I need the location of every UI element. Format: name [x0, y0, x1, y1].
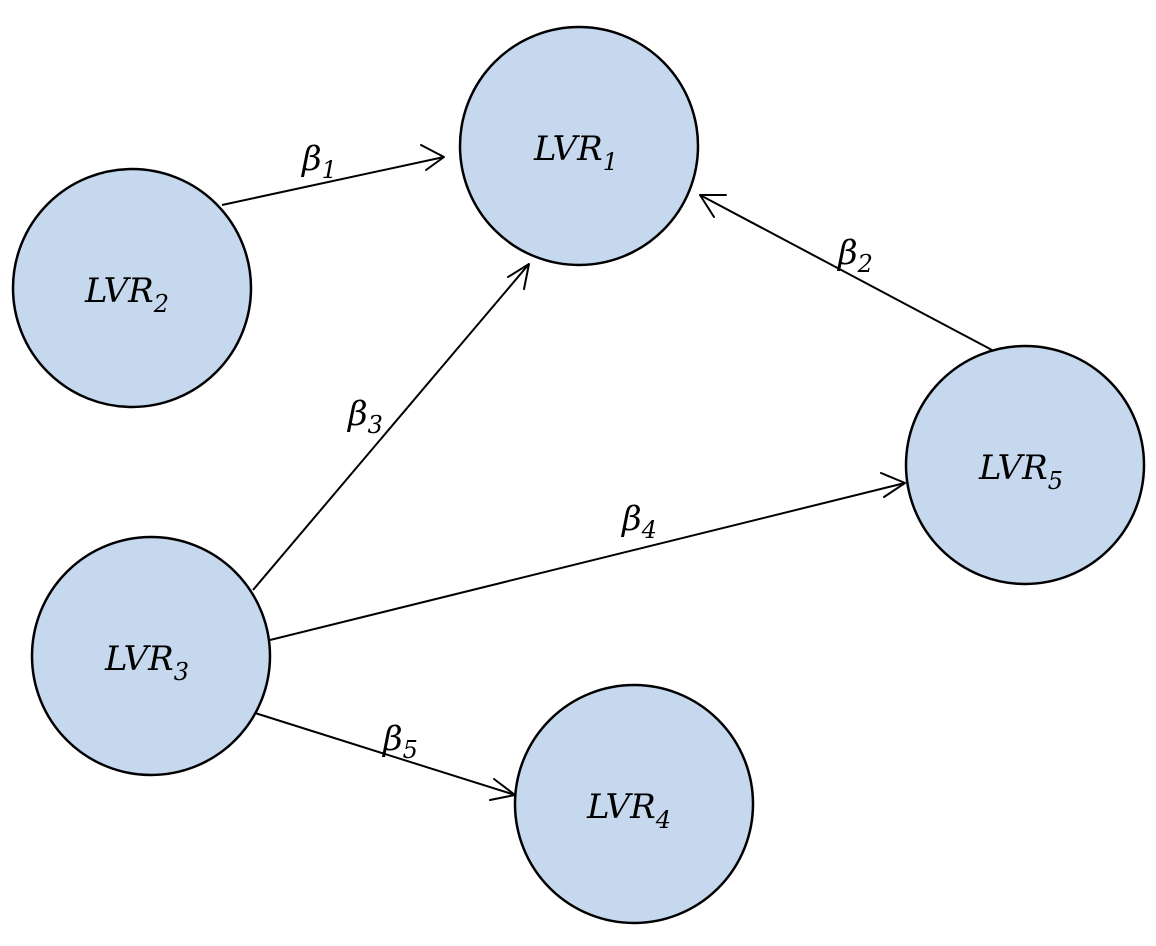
arrowhead — [507, 263, 530, 290]
edge-lvr3-to-lvr5: β4 — [269, 472, 906, 641]
edge-lvr5-to-lvr1: β2 — [699, 194, 993, 351]
node-label: LVR3 — [104, 639, 189, 686]
edge-label-beta-3: β3 — [346, 394, 383, 439]
node-label: LVR4 — [586, 787, 671, 834]
arrowhead — [420, 144, 445, 171]
edge-lvr3-to-lvr4: β5 — [254, 712, 516, 801]
arrowhead — [880, 472, 906, 498]
edge-label-beta-5: β5 — [381, 719, 418, 764]
edge-label-beta-4: β4 — [620, 499, 657, 544]
node-lvr2: LVR2 — [11, 167, 253, 409]
edge-lvr2-to-lvr1: β1 — [221, 139, 445, 206]
node-circle — [11, 167, 253, 409]
node-lvr1: LVR1 — [458, 25, 700, 267]
node-lvr4: LVR4 — [513, 683, 755, 925]
edge-line — [252, 263, 530, 591]
node-label: LVR1 — [533, 129, 618, 176]
node-lvr3: LVR3 — [30, 535, 272, 777]
arrowhead — [489, 778, 516, 801]
node-circle — [30, 535, 272, 777]
arrowhead — [699, 194, 727, 218]
edge-label-beta-2: β2 — [836, 233, 873, 278]
node-label: LVR5 — [978, 448, 1063, 495]
edge-line — [221, 156, 445, 206]
node-circle — [513, 683, 755, 925]
node-circle — [458, 25, 700, 267]
node-circle — [904, 344, 1146, 586]
edge-line — [269, 482, 906, 641]
edge-lvr3-to-lvr1: β3 — [252, 263, 530, 591]
edge-line — [699, 194, 993, 351]
node-label: LVR2 — [84, 271, 169, 318]
node-lvr5: LVR5 — [904, 344, 1146, 586]
edge-line — [254, 712, 516, 796]
edge-label-beta-1: β1 — [300, 139, 337, 184]
